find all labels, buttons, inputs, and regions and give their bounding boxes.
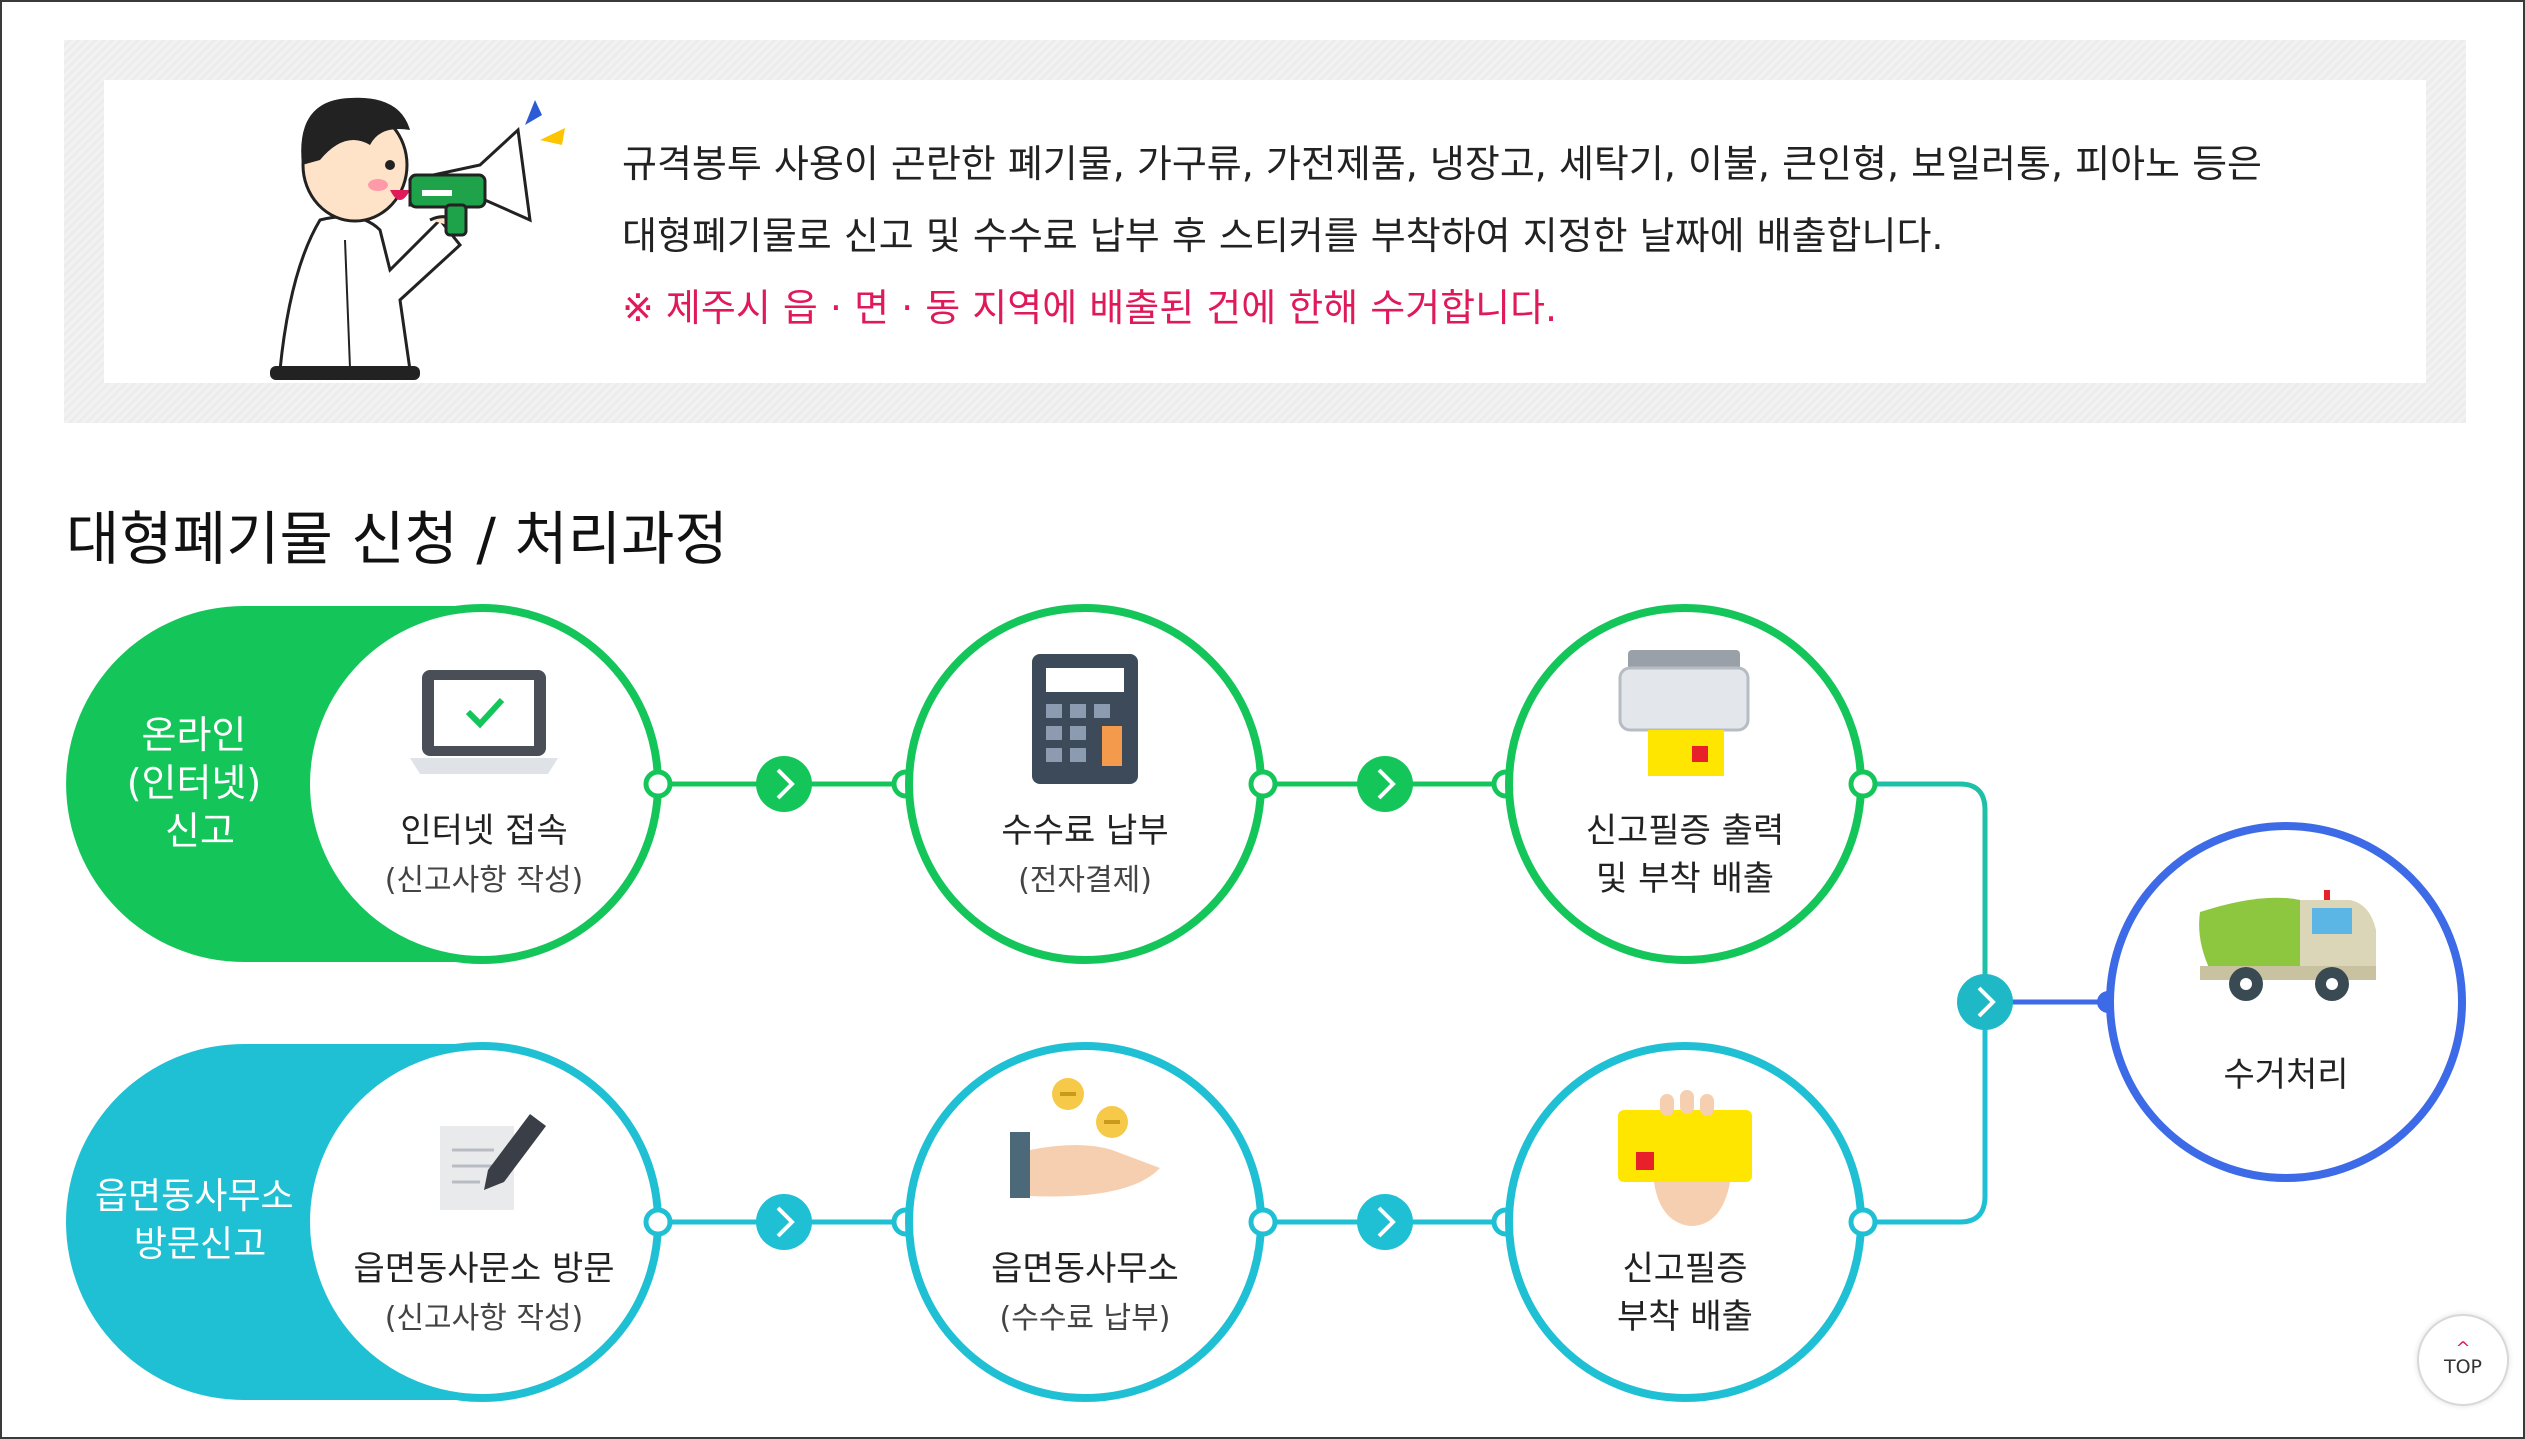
notice-line-2: 대형폐기물로 신고 및 수수료 납부 후 스티커를 부착하여 지정한 날짜에 배… [622, 214, 1944, 258]
notice-warning: ※ 제주시 읍 · 면 · 동 지역에 배출된 건에 한해 수거합니다. [622, 286, 1558, 330]
offline-step-1-title: 읍면동사문소 방문 [353, 1249, 614, 1289]
merge-arrow [1957, 974, 2013, 1030]
online-step-1-title: 인터넷 접속 [400, 811, 567, 851]
caret-up-icon: ^ [2455, 1338, 2471, 1359]
offline-arrow-1 [756, 1194, 812, 1250]
offline-step-1-node [302, 1042, 662, 1402]
svg-text:온라인 (인터넷) 신고: 온라인 (인터넷) 신고 [127, 713, 274, 853]
offline-step-3-title: 신고필증 [1622, 1249, 1747, 1289]
online-label-line-3: 신고 [165, 809, 235, 853]
online-step-2-sub: (전자결제) [1018, 863, 1152, 898]
hand-coins-icon [1010, 1078, 1160, 1198]
top-button-label: TOP [2443, 1356, 2483, 1378]
laptop-check-icon [410, 670, 558, 774]
notice-inner [104, 80, 2426, 383]
online-label-line-1: 온라인 [142, 713, 247, 757]
final-title: 수거처리 [2223, 1055, 2348, 1095]
offline-label-line-1: 읍면동사무소 [95, 1176, 294, 1217]
offline-arrow-2 [1357, 1194, 1413, 1250]
pen-document-icon [440, 1114, 546, 1210]
printer-sticker-icon [1618, 650, 1750, 776]
online-step-1-node [302, 604, 662, 964]
offline-step-2-node [905, 1042, 1265, 1402]
offline-step-2-title: 읍면동사무소 [991, 1249, 1179, 1289]
offline-step-3-title2: 부착 배출 [1617, 1297, 1753, 1337]
megaphone-mascot-icon [270, 97, 565, 380]
svg-text:읍면동사무소 방문신고: 읍면동사무소 방문신고 [95, 1176, 305, 1265]
online-step-1-sub: (신고사항 작성) [385, 863, 584, 898]
garbage-truck-icon [2199, 890, 2376, 1001]
online-arrow-1 [756, 756, 812, 812]
notice-line-1: 규격봉투 사용이 곤란한 폐기물, 가구류, 가전제품, 냉장고, 세탁기, 이… [622, 142, 2262, 186]
calculator-icon [1032, 654, 1138, 784]
offline-label-line-2: 방문신고 [134, 1224, 266, 1265]
final-node [2106, 822, 2466, 1182]
hand-sticker-icon [1618, 1090, 1752, 1226]
online-arrow-2 [1357, 756, 1413, 812]
notice-text: 규격봉투 사용이 곤란한 폐기물, 가구류, 가전제품, 냉장고, 세탁기, 이… [622, 128, 2412, 344]
offline-step-2-sub: (수수료 납부) [1000, 1301, 1171, 1336]
offline-step-1-sub: (신고사항 작성) [385, 1301, 584, 1336]
online-step-3-title: 신고필증 출력 [1586, 811, 1785, 851]
scroll-to-top-button[interactable]: ^ TOP [2417, 1314, 2509, 1406]
online-step-3-title2: 및 부착 배출 [1596, 859, 1774, 899]
online-label-line-2: (인터넷) [127, 761, 262, 805]
section-title: 대형폐기물 신청 / 처리과정 [66, 505, 728, 573]
online-step-2-title: 수수료 납부 [1001, 811, 1168, 851]
